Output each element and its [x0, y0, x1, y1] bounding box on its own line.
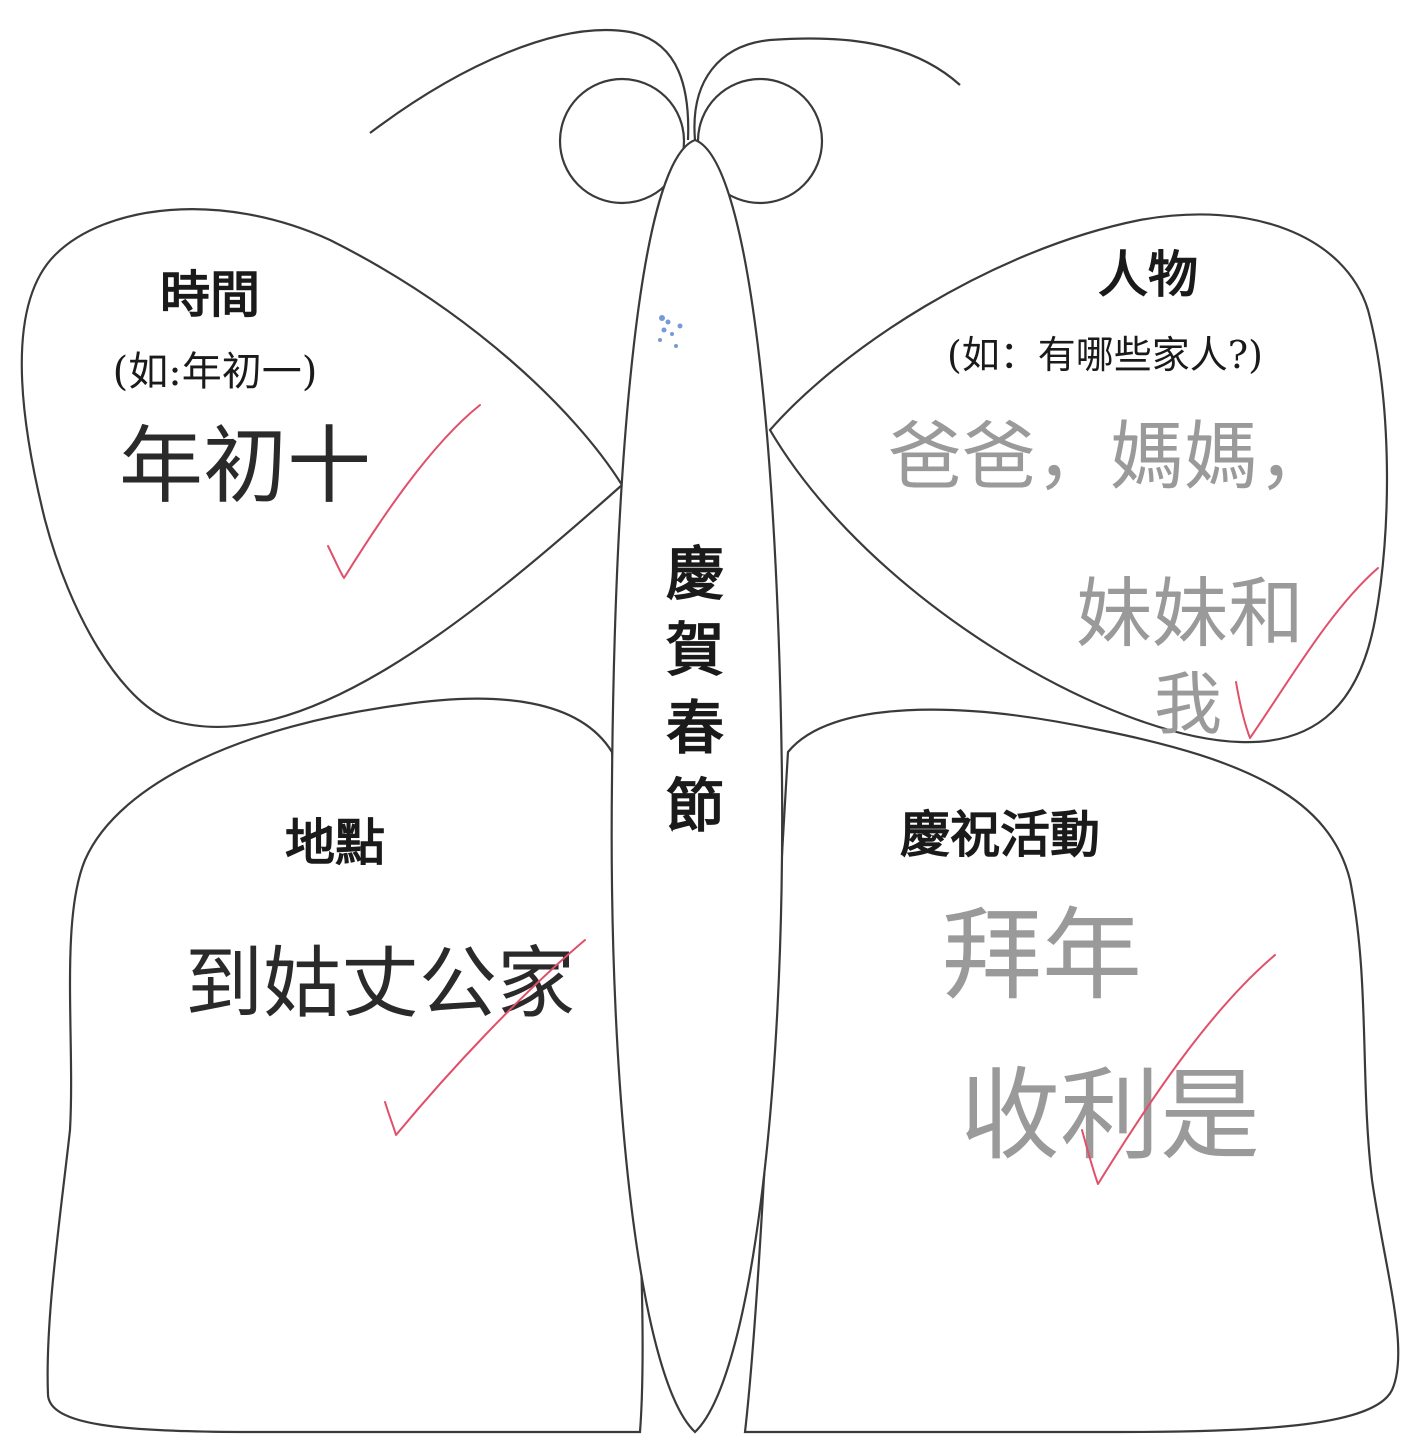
- activities-answer-line-1: 拜年: [942, 897, 1142, 1014]
- right-antenna: [693, 37, 961, 141]
- activities-answer-line-2: 收利是: [960, 1057, 1260, 1174]
- activities-label: 慶祝活動: [900, 805, 1100, 864]
- wing-lower-right: [743, 708, 1400, 1434]
- time-label: 時間: [160, 265, 260, 324]
- left-eye: [558, 77, 686, 205]
- title-char-3: 春: [666, 694, 724, 762]
- red-check-icon: [1235, 567, 1379, 739]
- people-hint: (如：有哪些家人?): [947, 333, 1263, 377]
- time-answer: 年初十: [119, 417, 371, 515]
- butterfly-body: [610, 138, 784, 1434]
- blue-stamp-icon: [658, 315, 683, 348]
- red-check-icon: [327, 404, 481, 579]
- wing-lower-left: [46, 697, 644, 1434]
- left-antenna: [369, 28, 690, 141]
- title-char-1: 慶: [666, 540, 724, 608]
- place-answer: 到姑丈公家: [185, 939, 575, 1029]
- people-label: 人物: [1098, 245, 1198, 304]
- time-hint: (如:年初一): [113, 349, 318, 395]
- red-check-icon: [1081, 954, 1276, 1185]
- wing-upper-left: [20, 208, 624, 729]
- title-char-4: 節: [666, 772, 724, 840]
- title-char-2: 賀: [666, 616, 724, 684]
- people-answer-line-2: 妹妹和: [1076, 569, 1304, 658]
- people-answer-line-1: 爸爸，媽媽，: [888, 414, 1332, 500]
- wing-upper-right: [768, 213, 1389, 744]
- red-check-icon: [384, 939, 586, 1136]
- people-answer-line-3: 我: [1154, 666, 1222, 745]
- place-label: 地點: [285, 813, 385, 872]
